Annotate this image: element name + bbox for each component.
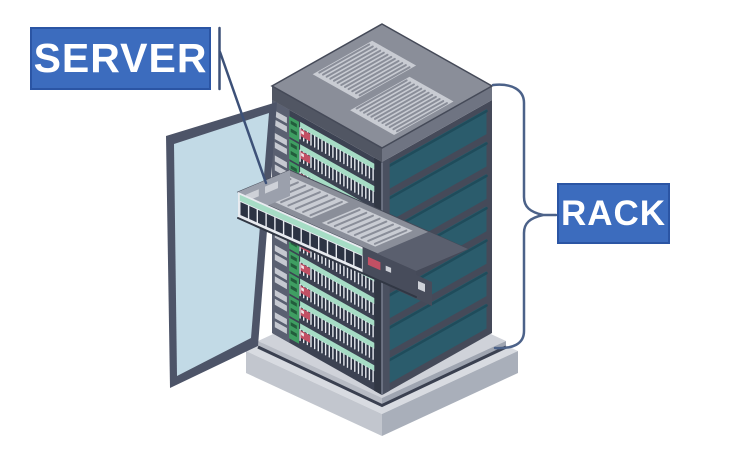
server-label-text: SERVER bbox=[33, 35, 208, 81]
rack-label-text: RACK bbox=[560, 193, 667, 233]
server-label: SERVER bbox=[30, 27, 211, 90]
pulled-out-server bbox=[236, 169, 470, 306]
rack-glass-door bbox=[166, 102, 277, 388]
rack-top-lid bbox=[270, 23, 494, 162]
rack-label: RACK bbox=[557, 183, 670, 244]
annotation-lines bbox=[218, 26, 558, 350]
